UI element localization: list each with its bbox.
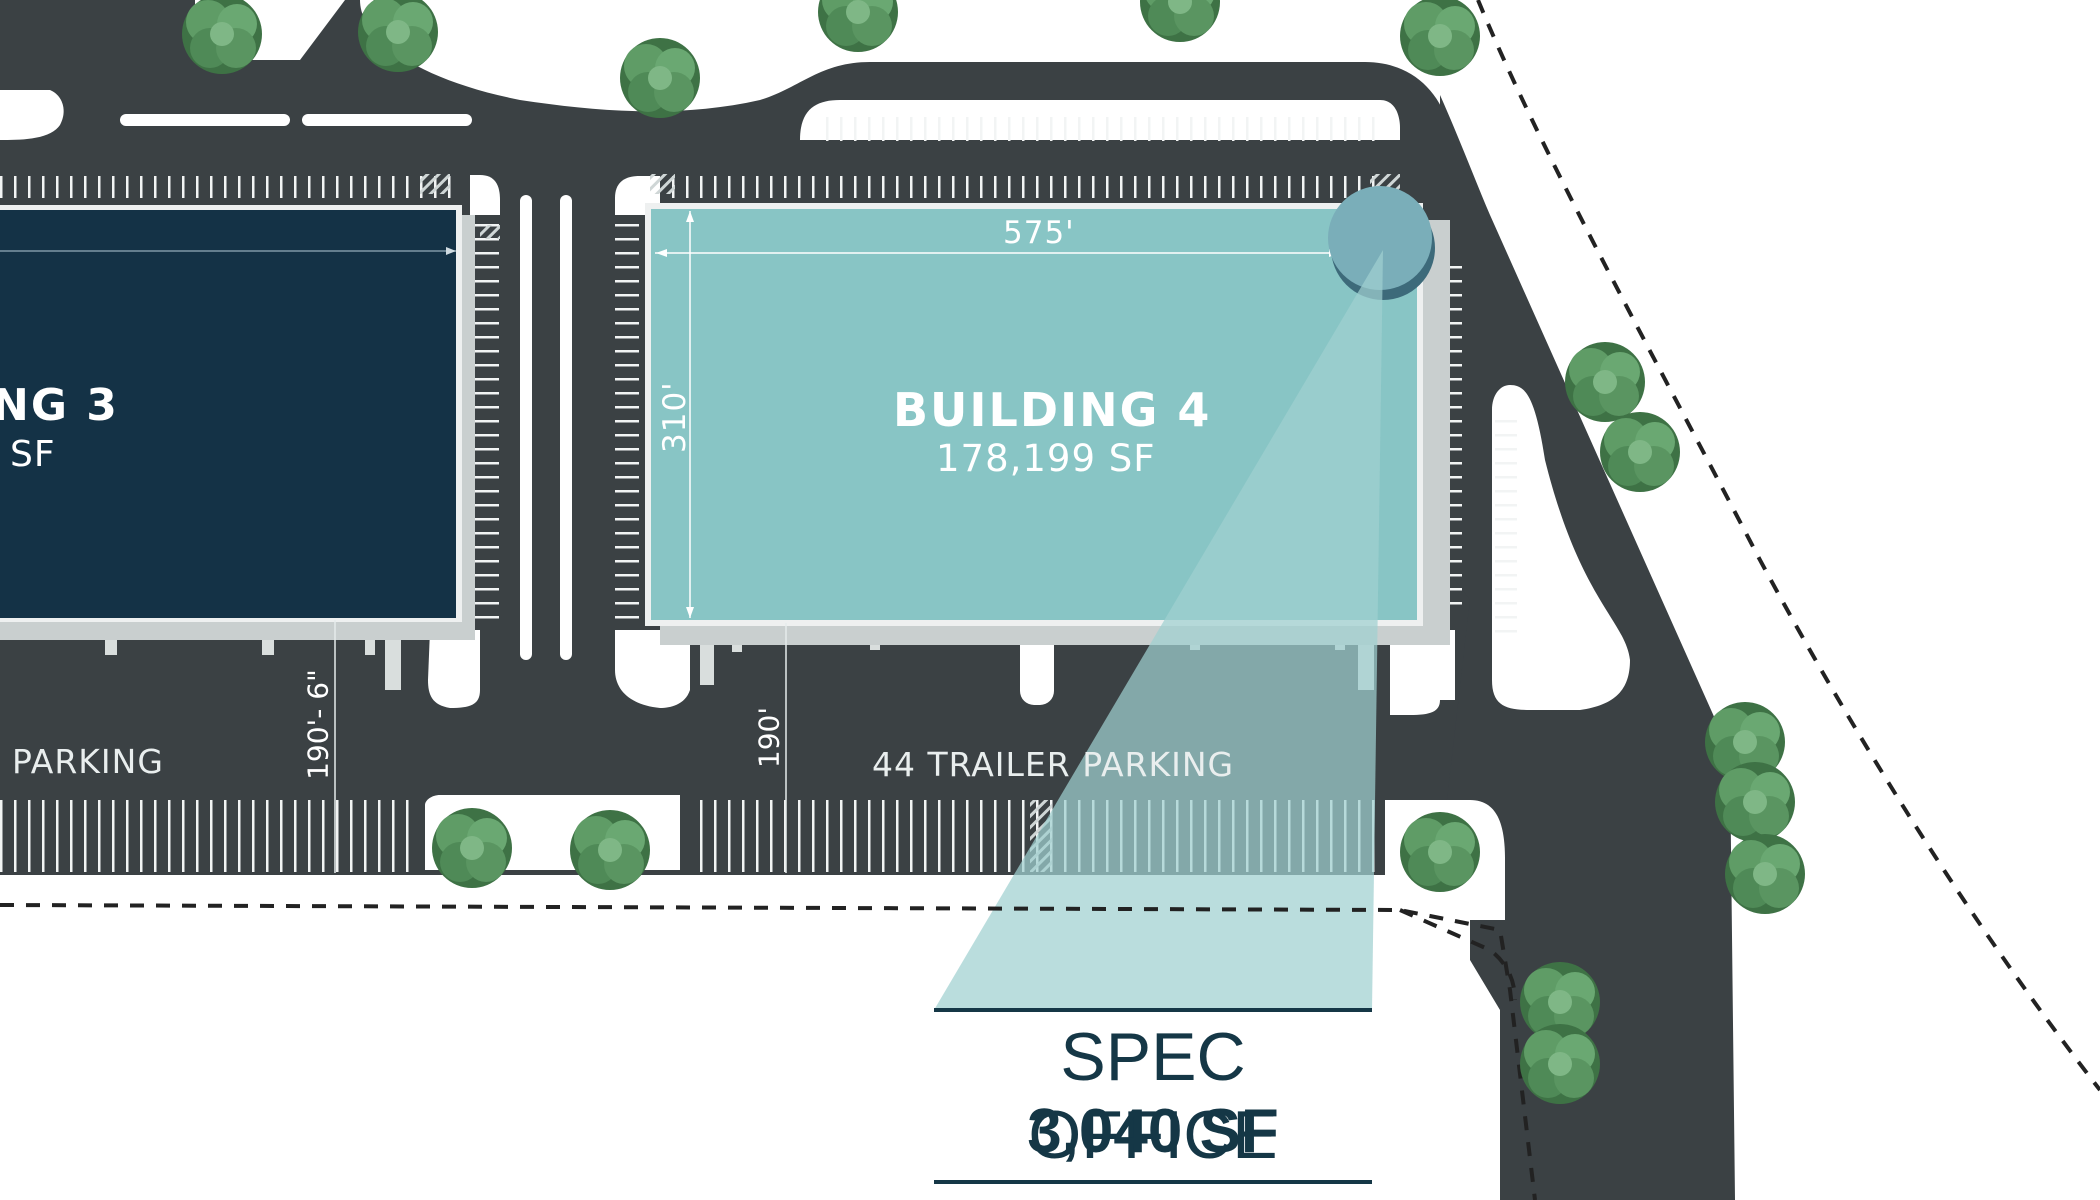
building-3-area: SF: [10, 434, 56, 475]
truck-court-3-dimension: 190'- 6": [301, 669, 335, 780]
spec-office-title: SPEC OFFICE: [1028, 1019, 1278, 1173]
parking-label-left: PARKING: [12, 742, 164, 781]
building-4-name: BUILDING 4: [893, 383, 1212, 437]
building-3-name: NG 3: [0, 380, 119, 431]
spec-office-callout-wedge: [934, 250, 1383, 1184]
spec-office-area: 3,040 SF: [1027, 1097, 1279, 1166]
truck-court-4-dimension: 190': [752, 706, 786, 769]
parking-label-right: 44 TRAILER PARKING: [872, 745, 1235, 784]
truck-court-dimensions: [334, 620, 787, 873]
building-3-footprint: [0, 205, 475, 640]
building-4-area: 178,199 SF: [936, 437, 1156, 480]
building-4-width-dimension: 575': [1003, 215, 1075, 251]
building-4-depth-dimension: 310': [657, 381, 693, 453]
